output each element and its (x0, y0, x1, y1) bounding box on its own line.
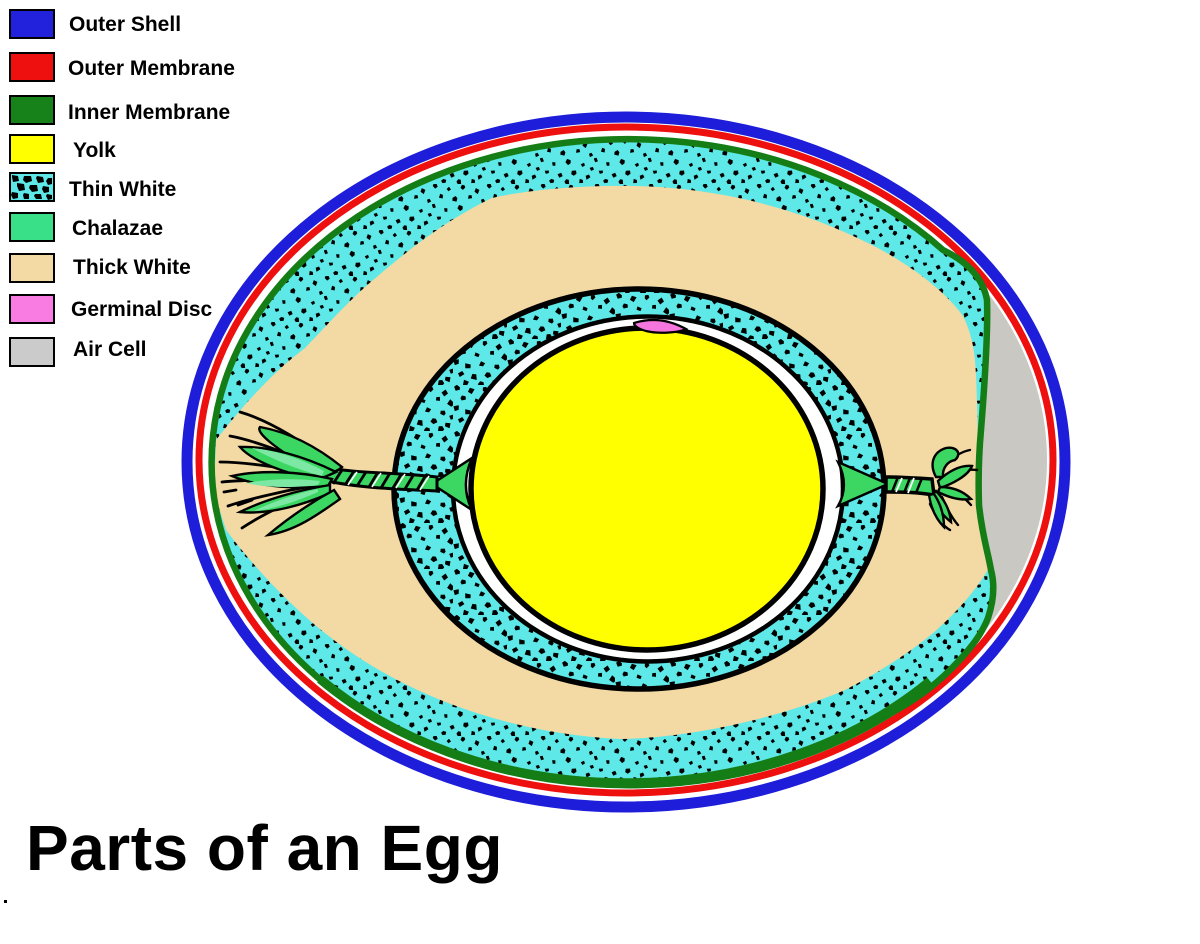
svg-text:Thin White: Thin White (69, 178, 176, 201)
svg-text:Yolk: Yolk (73, 139, 116, 162)
svg-text:Air Cell: Air Cell (73, 338, 147, 361)
svg-text:Outer Membrane: Outer Membrane (68, 57, 235, 80)
svg-text:Parts of an Egg: Parts of an Egg (26, 812, 503, 884)
svg-text:Thick White: Thick White (73, 256, 191, 279)
svg-text:Outer Shell: Outer Shell (69, 13, 181, 36)
svg-text:Chalazae: Chalazae (72, 217, 163, 240)
svg-text:Germinal Disc: Germinal Disc (71, 298, 213, 321)
svg-text:Inner Membrane: Inner Membrane (68, 101, 230, 124)
